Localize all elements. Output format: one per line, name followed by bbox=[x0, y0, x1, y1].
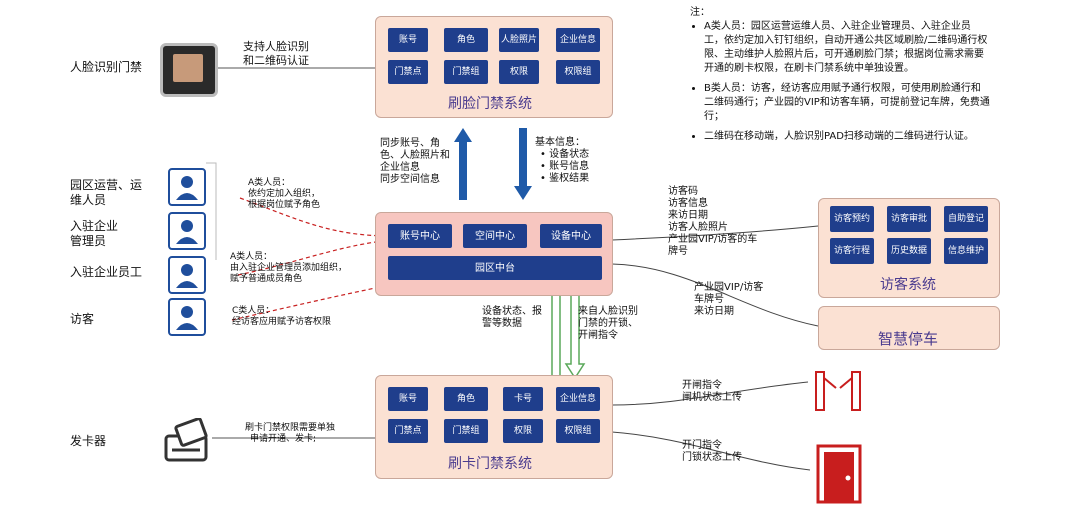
company-staff-label: 入驻企业员工 bbox=[70, 265, 143, 279]
barrier-gate-icon bbox=[810, 364, 866, 418]
visitor-connector bbox=[611, 225, 819, 241]
face-module-permission: 权限 bbox=[499, 60, 539, 84]
dashed-link-a2 bbox=[237, 239, 393, 276]
dashed-link-a1 bbox=[239, 197, 393, 237]
card-desc-2: 申请开通、发卡; bbox=[250, 434, 317, 444]
basic-info-title: 基本信息： bbox=[535, 137, 585, 148]
company-admin-label-1: 入驻企业 bbox=[70, 219, 119, 233]
device-status-text-2: 警等数据 bbox=[482, 318, 522, 329]
visitor-module-booking: 访客预约 bbox=[830, 206, 874, 232]
visitor-module-history: 历史数据 bbox=[887, 238, 931, 264]
card-module-account: 账号 bbox=[388, 387, 428, 411]
card-issuer-label: 发卡器 bbox=[70, 434, 107, 448]
basic-info-item-3: • 鉴权结果 bbox=[540, 173, 590, 184]
face-module-gate-group: 门禁组 bbox=[444, 60, 488, 84]
center-platform-bar: 园区中台 bbox=[388, 256, 602, 280]
center-module-account: 账号中心 bbox=[388, 224, 452, 248]
card-module-role: 角色 bbox=[444, 387, 488, 411]
role-note-a1-3: 根据岗位赋予角色 bbox=[248, 200, 321, 210]
barrier-connector bbox=[611, 381, 809, 406]
sync-up-text-2: 色、人脸照片和 bbox=[380, 150, 450, 161]
visitor-system-title: 访客系统 bbox=[880, 277, 936, 293]
notes-panel: 注： A类人员：园区运营运维人员、入驻企业管理员、入驻企业员工，依约定加入钉钉组… bbox=[690, 6, 990, 150]
basic-info-item-2: • 账号信息 bbox=[540, 161, 590, 172]
basic-info-down-arrow bbox=[514, 128, 532, 200]
parking-connector bbox=[611, 263, 819, 327]
sync-up-text-3: 企业信息 bbox=[380, 162, 420, 173]
card-module-permission-group: 权限组 bbox=[556, 419, 600, 443]
role-note-c-2: 经访客应用赋予访客权限 bbox=[232, 317, 332, 327]
barrier-text-2: 闸机状态上传 bbox=[682, 392, 742, 403]
visitor-info-5: 产业园VIP/访客的车 bbox=[668, 234, 758, 245]
face-module-account: 账号 bbox=[388, 28, 428, 52]
face-module-face-photo: 人脸照片 bbox=[499, 28, 539, 52]
card-desc-1: 刷卡门禁权限需要单独 bbox=[245, 423, 336, 433]
sync-up-text-1: 同步账号、角 bbox=[380, 138, 440, 149]
parking-info-3: 来访日期 bbox=[694, 306, 734, 317]
face-module-company-info: 企业信息 bbox=[556, 28, 600, 52]
card-module-permission: 权限 bbox=[503, 419, 543, 443]
park-ops-label-2: 维人员 bbox=[70, 193, 107, 207]
face-device-icon bbox=[160, 43, 218, 97]
company-admin-label-2: 管理员 bbox=[70, 234, 107, 248]
note-item-qr: 二维码在移动端，人脸识别PAD扫移动端的二维码进行认证。 bbox=[704, 130, 990, 144]
sync-up-arrow bbox=[454, 128, 472, 200]
barrier-text-1: 开闸指令 bbox=[682, 380, 722, 391]
note-item-b: B类人员：访客，经访客应用赋予通行权限，可使用刷脸通行和二维码通行；产业园的VI… bbox=[704, 82, 990, 124]
notes-title: 注： bbox=[690, 7, 710, 18]
card-module-gate-point: 门禁点 bbox=[388, 419, 428, 443]
visitor-label: 访客 bbox=[70, 312, 95, 326]
role-note-a2-2: 由入驻企业管理员添加组织， bbox=[230, 263, 348, 273]
role-note-a2-1: A类人员： bbox=[230, 252, 273, 262]
visitor-module-approval: 访客审批 bbox=[887, 206, 931, 232]
face-cmd-text-3: 开闸指令 bbox=[578, 330, 618, 341]
person-icon-visitor bbox=[168, 298, 206, 336]
person-icon-park-ops bbox=[168, 168, 206, 206]
person-icon-company-admin bbox=[168, 212, 206, 250]
device-status-text-1: 设备状态、报 bbox=[482, 306, 542, 317]
people-bracket bbox=[206, 162, 217, 260]
door-connector bbox=[611, 431, 811, 471]
card-reader-icon bbox=[158, 417, 212, 470]
role-note-c-1: C类人员： bbox=[232, 306, 275, 316]
parking-info-2: 车牌号 bbox=[694, 294, 724, 305]
visitor-module-self-register: 自助登记 bbox=[944, 206, 988, 232]
basic-info-item-1: • 设备状态 bbox=[540, 149, 590, 160]
parking-info-1: 产业园VIP/访客 bbox=[694, 282, 764, 293]
center-module-device: 设备中心 bbox=[540, 224, 602, 248]
face-gate-desc-2: 和二维码认证 bbox=[243, 54, 309, 67]
card-module-company-info: 企业信息 bbox=[556, 387, 600, 411]
door-icon bbox=[812, 440, 866, 510]
role-note-a1-2: 依约定加入组织， bbox=[248, 189, 321, 199]
face-gate-desc-1: 支持人脸识别 bbox=[243, 40, 309, 53]
sync-up-text-4: 同步空间信息 bbox=[380, 174, 440, 185]
face-module-permission-group: 权限组 bbox=[556, 60, 600, 84]
face-cmd-text-1: 来自人脸识别 bbox=[578, 306, 638, 317]
visitor-module-info-maintain: 信息维护 bbox=[944, 238, 988, 264]
card-module-card-number: 卡号 bbox=[503, 387, 543, 411]
visitor-info-6: 牌号 bbox=[668, 246, 688, 257]
visitor-module-itinerary: 访客行程 bbox=[830, 238, 874, 264]
face-module-role: 角色 bbox=[444, 28, 488, 52]
smart-parking-system bbox=[818, 306, 1000, 350]
card-module-gate-group: 门禁组 bbox=[444, 419, 488, 443]
card-system-title: 刷卡门禁系统 bbox=[448, 456, 532, 472]
park-ops-label-1: 园区运营、运 bbox=[70, 178, 143, 192]
note-item-a: A类人员：园区运营运维人员、入驻企业管理员、入驻企业员工，依约定加入钉钉组织，自… bbox=[704, 20, 990, 76]
role-note-a2-3: 赋予普通成员角色 bbox=[230, 274, 303, 284]
smart-parking-title: 智慧停车 bbox=[878, 330, 939, 348]
visitor-info-1: 访客码 bbox=[668, 186, 698, 197]
center-module-space: 空间中心 bbox=[463, 224, 527, 248]
role-note-a1-1: A类人员： bbox=[248, 178, 291, 188]
door-text-1: 开门指令 bbox=[682, 440, 722, 451]
visitor-info-4: 访客人脸照片 bbox=[668, 222, 728, 233]
door-text-2: 门锁状态上传 bbox=[682, 452, 742, 463]
visitor-info-2: 访客信息 bbox=[668, 198, 708, 209]
face-cmd-text-2: 门禁的开锁、 bbox=[578, 318, 638, 329]
face-module-gate-point: 门禁点 bbox=[388, 60, 428, 84]
person-icon-company-staff bbox=[168, 256, 206, 294]
face-system-title: 刷脸门禁系统 bbox=[448, 96, 532, 112]
visitor-info-3: 来访日期 bbox=[668, 210, 708, 221]
face-gate-label: 人脸识别门禁 bbox=[70, 60, 143, 74]
